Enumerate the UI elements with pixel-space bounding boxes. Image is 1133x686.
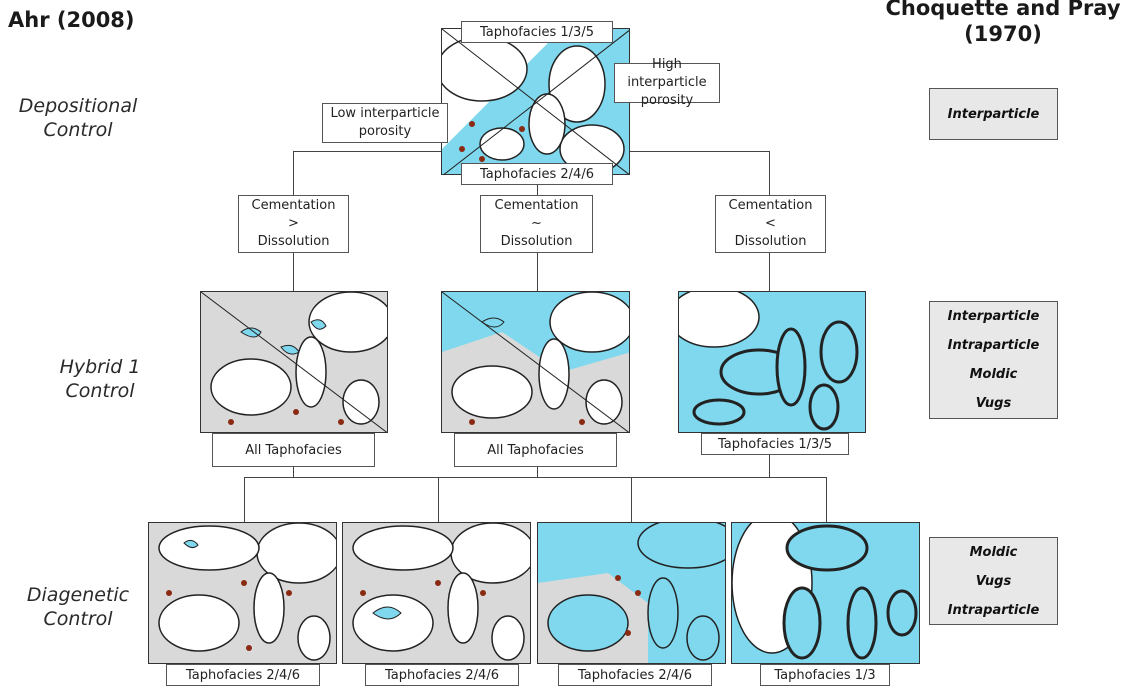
hybrid-control-label: Hybrid 1 Control bbox=[45, 355, 155, 403]
choquette-pray-line2: (1970) bbox=[858, 21, 1133, 47]
cls-interparticle: Interparticle bbox=[948, 100, 1040, 129]
cls-diag-1: Moldic bbox=[970, 538, 1018, 567]
diagenetic-control-label: Diagenetic Control bbox=[18, 583, 138, 631]
process-3-line1: Cementation bbox=[729, 197, 813, 215]
cls-diag-2: Vugs bbox=[976, 567, 1011, 596]
ahr-2008-header: Ahr (2008) bbox=[8, 8, 135, 32]
hybrid-panel-cement-dominant bbox=[200, 291, 388, 433]
diagenetic-panel-3 bbox=[537, 522, 726, 664]
taphofacies-13-diag-label: Taphofacies 1/3 bbox=[760, 664, 890, 686]
classification-diagenetic: Moldic Vugs Intraparticle bbox=[929, 537, 1058, 625]
depositional-line2: Control bbox=[8, 118, 148, 142]
process-2-line2: ~ bbox=[531, 215, 542, 233]
high-label-line1: High interparticle bbox=[615, 56, 719, 92]
taphofacies-246-top-label: Taphofacies 2/4/6 bbox=[461, 163, 613, 185]
cls-hybrid-4: Vugs bbox=[976, 389, 1011, 418]
cls-hybrid-1: Interparticle bbox=[948, 302, 1040, 331]
hybrid-panel-dissolution-dominant bbox=[678, 291, 866, 433]
high-interparticle-porosity-label: High interparticle porosity bbox=[614, 63, 720, 103]
process-1-line3: Dissolution bbox=[258, 233, 330, 251]
process-3-line2: < bbox=[765, 215, 776, 233]
cls-hybrid-2: Intraparticle bbox=[948, 331, 1040, 360]
taphofacies-246-diag-label-2: Taphofacies 2/4/6 bbox=[365, 664, 519, 686]
cementation-less-box: Cementation < Dissolution bbox=[715, 195, 826, 253]
diagenetic-panel-2 bbox=[342, 522, 531, 664]
diagenetic-line2: Control bbox=[18, 607, 138, 631]
taphofacies-135-top-label: Taphofacies 1/3/5 bbox=[461, 21, 613, 43]
hybrid-line2: Control bbox=[45, 379, 155, 403]
low-label-line2: porosity bbox=[359, 123, 411, 141]
hybrid-line1: Hybrid 1 bbox=[45, 355, 155, 379]
process-2-line3: Dissolution bbox=[501, 233, 573, 251]
all-taphofacies-label-2: All Taphofacies bbox=[454, 433, 617, 467]
classification-hybrid: Interparticle Intraparticle Moldic Vugs bbox=[929, 301, 1058, 419]
taphofacies-246-diag-label-1: Taphofacies 2/4/6 bbox=[166, 664, 320, 686]
taphofacies-246-diag-label-3: Taphofacies 2/4/6 bbox=[558, 664, 712, 686]
depositional-control-label: Depositional Control bbox=[8, 94, 148, 142]
all-taphofacies-label-1: All Taphofacies bbox=[212, 433, 375, 467]
classification-depositional: Interparticle bbox=[929, 88, 1058, 140]
diagenetic-panel-4 bbox=[731, 522, 920, 664]
process-1-line1: Cementation bbox=[252, 197, 336, 215]
cls-hybrid-3: Moldic bbox=[970, 360, 1018, 389]
choquette-pray-line1: Choquette and Pray bbox=[858, 0, 1133, 21]
cementation-approx-box: Cementation ~ Dissolution bbox=[480, 195, 593, 253]
low-interparticle-porosity-label: Low interparticle porosity bbox=[322, 103, 448, 143]
low-label-line1: Low interparticle bbox=[330, 105, 439, 123]
cementation-greater-box: Cementation > Dissolution bbox=[238, 195, 349, 253]
choquette-pray-header: Choquette and Pray (1970) bbox=[858, 0, 1133, 47]
depositional-texture-panel bbox=[441, 28, 630, 175]
cls-diag-3: Intraparticle bbox=[948, 596, 1040, 625]
diagenetic-line1: Diagenetic bbox=[18, 583, 138, 607]
process-1-line2: > bbox=[288, 215, 299, 233]
process-3-line3: Dissolution bbox=[735, 233, 807, 251]
diagenetic-panel-1 bbox=[148, 522, 337, 664]
depositional-line1: Depositional bbox=[8, 94, 148, 118]
process-2-line1: Cementation bbox=[495, 197, 579, 215]
taphofacies-135-hybrid-label: Taphofacies 1/3/5 bbox=[701, 433, 849, 455]
hybrid-panel-balanced bbox=[441, 291, 630, 433]
high-label-line2: porosity bbox=[641, 92, 693, 110]
